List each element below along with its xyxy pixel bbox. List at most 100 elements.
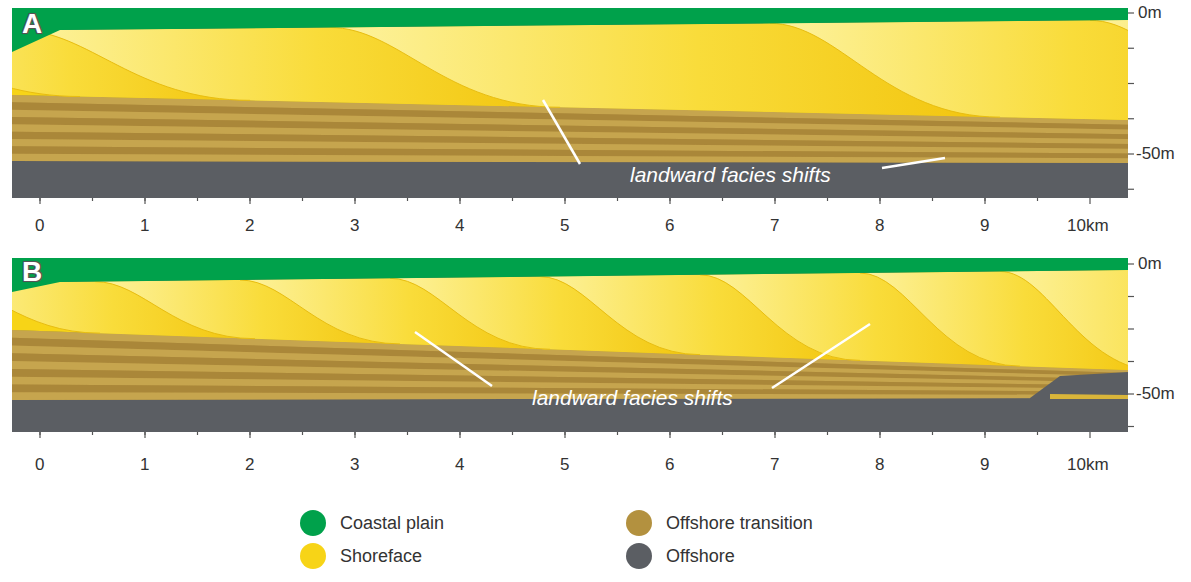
axis-tick: [249, 432, 250, 438]
axis-tick: [459, 198, 460, 201]
section-b: [12, 258, 1128, 432]
legend-swatch: [300, 543, 326, 569]
axis-tick: [1089, 432, 1090, 438]
clinoform-line: [860, 273, 1020, 366]
axis-tick: [1128, 263, 1134, 264]
section-a: [12, 8, 1128, 198]
axis-number: 10km: [1067, 217, 1109, 236]
axis-tick: [1128, 83, 1134, 84]
axis-tick: [1128, 48, 1134, 49]
depth-label: 0m: [1138, 4, 1162, 23]
axis-number: 8: [875, 456, 884, 475]
axes: [40, 13, 1134, 438]
axis-tick: [774, 432, 775, 438]
shoreface-wedge: [1090, 19, 1128, 126]
axis-tick: [512, 432, 513, 435]
axis-tick: [564, 198, 565, 201]
axis-tick: [1128, 296, 1134, 297]
axis-tick: [302, 432, 303, 435]
axis-tick: [354, 432, 355, 435]
axis-tick: [1128, 12, 1134, 13]
axis-tick: [197, 198, 198, 201]
legend-text: Offshore: [666, 546, 735, 567]
shoreface-wedge: [770, 20, 1128, 124]
axis-tick: [774, 432, 775, 435]
axis-tick: [302, 198, 303, 201]
panel-letter: A: [22, 9, 42, 40]
axis-tick: [1128, 393, 1134, 394]
axis-tick: [39, 198, 40, 204]
axis-tick: [617, 432, 618, 435]
axis-tick: [144, 432, 145, 438]
legend-item: Offshore: [626, 543, 735, 569]
clinoform-line: [390, 278, 550, 349]
axis-number: 10km: [1067, 456, 1109, 475]
axis-tick: [669, 432, 670, 438]
clinoform-line: [540, 277, 700, 355]
axis-tick: [984, 432, 985, 438]
axis-tick: [564, 432, 565, 435]
depth-label: -50m: [1136, 385, 1175, 404]
axis-tick: [669, 198, 670, 204]
axis-number: 8: [875, 217, 884, 236]
axis-tick: [512, 198, 513, 201]
clinoform-line: [20, 30, 250, 100]
axis-number: 0: [35, 456, 44, 475]
axis-tick: [407, 432, 408, 435]
axis-tick: [144, 432, 145, 435]
axis-tick: [617, 198, 618, 201]
axis-tick: [407, 198, 408, 201]
legend-swatch: [626, 510, 652, 536]
axis-tick: [722, 432, 723, 435]
callout-text: landward facies shifts: [532, 386, 733, 409]
axis-tick: [1128, 328, 1134, 329]
axis-tick: [932, 432, 933, 435]
axis-tick: [459, 198, 460, 204]
axis-tick: [1037, 198, 1038, 201]
legend-item: Coastal plain: [300, 510, 444, 536]
axis-tick: [1128, 189, 1134, 190]
axis-tick: [39, 432, 40, 438]
axis-number: 6: [665, 217, 674, 236]
axis-tick: [879, 198, 880, 201]
axis-tick: [92, 432, 93, 435]
axis-number: 9: [980, 217, 989, 236]
axis-tick: [1128, 361, 1134, 362]
axis-tick: [1128, 153, 1134, 154]
axis-number: 5: [560, 217, 569, 236]
axis-tick: [827, 432, 828, 435]
axis-tick: [459, 432, 460, 438]
axis-tick: [984, 198, 985, 201]
axis-tick: [564, 198, 565, 204]
legend-swatch: [626, 543, 652, 569]
leader-lines: [415, 100, 945, 388]
axis-tick: [932, 198, 933, 201]
axis-tick: [144, 198, 145, 204]
axis-tick: [669, 198, 670, 201]
legend-swatch: [300, 510, 326, 536]
axis-number: 4: [455, 217, 464, 236]
axis-tick: [879, 432, 880, 438]
axis-number: 1: [140, 456, 149, 475]
axis-number: 3: [350, 217, 359, 236]
legend-text: Shoreface: [340, 546, 422, 567]
axis-tick: [354, 432, 355, 438]
clinoform-line: [12, 283, 100, 333]
axis-number: 9: [980, 456, 989, 475]
clinoform-line: [95, 282, 255, 339]
axis-tick: [564, 432, 565, 438]
axis-number: 7: [770, 456, 779, 475]
clinoform-line: [1000, 271, 1128, 371]
axis-tick: [39, 198, 40, 201]
axis-tick: [249, 198, 250, 204]
axis-number: 2: [245, 456, 254, 475]
axis-tick: [879, 432, 880, 435]
axis-tick: [144, 198, 145, 201]
legend-item: Shoreface: [300, 543, 422, 569]
axis-number: 6: [665, 456, 674, 475]
axis-tick: [249, 432, 250, 435]
panel-letter: B: [22, 257, 42, 288]
strata-band: [12, 154, 1128, 163]
